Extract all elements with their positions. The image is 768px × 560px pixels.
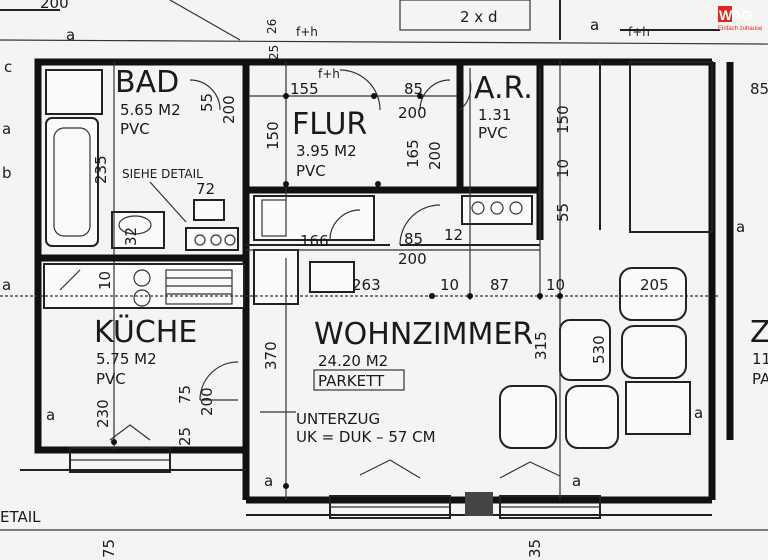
kitchen-fixtures [43, 263, 245, 309]
logo-tagline: Einfach zuhause [718, 26, 763, 32]
dim-155: 155 [290, 80, 319, 98]
parkett-box [313, 369, 405, 391]
wag-logo: WAG Einfach zuhause [716, 2, 768, 32]
mark-a-2: a [2, 276, 11, 294]
top-partial-structures [0, 0, 768, 45]
siehe-detail-note: SIEHE DETAIL [122, 167, 203, 181]
dim-10-b: 10 [546, 276, 565, 294]
dim-25-b: 25 [267, 45, 281, 60]
unterzug-note: UNTERZUG [296, 410, 380, 428]
fh-label-2: f+h [318, 67, 340, 81]
dim-75: 75 [176, 385, 194, 404]
dim-315: 315 [532, 331, 550, 360]
mark-a-5: a [572, 472, 581, 490]
dim-200-top: 200 [40, 0, 69, 12]
dim-230: 230 [94, 399, 112, 428]
dim-85-mid: 85 [404, 230, 423, 248]
dim-200-flur2: 200 [426, 141, 444, 170]
kueche-floor: PVC [96, 370, 126, 388]
dim-32: 32 [122, 227, 140, 246]
mark-a-7: a [736, 218, 745, 236]
dim-165: 165 [404, 139, 422, 168]
top-label: 2 x d [460, 8, 497, 26]
dim-235: 235 [92, 155, 110, 184]
dim-10-k: 10 [96, 271, 114, 290]
wohnzimmer-area: 24.20 M2 [318, 352, 388, 370]
wohnzimmer-floor: PARKETT [318, 372, 385, 390]
logo-text: WAG [719, 7, 753, 23]
dim-10-ar: 10 [554, 159, 572, 178]
dim-200-bad: 200 [220, 95, 238, 124]
ar-name: A.R. [474, 71, 533, 106]
dim-205: 205 [640, 276, 669, 294]
mark-a-8: a [66, 26, 75, 44]
living-furniture [499, 267, 691, 449]
detail-note: ETAIL [0, 508, 41, 526]
mark-b-1: b [2, 164, 12, 182]
bathroom-fixtures [45, 69, 239, 251]
dim-200-mid: 200 [398, 250, 427, 268]
dimension-lines [0, 60, 720, 500]
mark-a-3: a [46, 406, 55, 424]
mark-a-6: a [694, 404, 703, 422]
wohnzimmer-name: WOHNZIMMER [314, 317, 533, 352]
dim-166: 166 [300, 232, 329, 250]
flur-floor: PVC [296, 162, 326, 180]
dim-75-bottom: 75 [100, 539, 118, 558]
mark-a-9: a [590, 16, 599, 34]
ar-area: 1.31 [478, 106, 511, 124]
bad-area: 5.65 M2 [120, 101, 181, 119]
hall-fixtures [253, 195, 533, 305]
mark-a-4: a [264, 472, 273, 490]
dim-200-k: 200 [198, 387, 216, 416]
unterzug-height-note: UK = DUK – 57 CM [296, 428, 436, 446]
right-room-name: Z [750, 315, 768, 350]
dim-150-ar: 150 [554, 105, 572, 134]
right-room-floor: PA [752, 370, 768, 388]
dim-10-a: 10 [440, 276, 459, 294]
dim-55-ar: 55 [554, 203, 572, 222]
dim-35-bottom: 35 [526, 539, 544, 558]
dim-85-right: 85 [750, 80, 768, 98]
kueche-area: 5.75 M2 [96, 350, 157, 368]
mark-a-1: a [2, 120, 11, 138]
dim-150-flur: 150 [264, 121, 282, 150]
dim-85-top: 85 [404, 80, 423, 98]
windows [69, 447, 601, 519]
fh-label-3: f+h [628, 25, 650, 39]
dim-12: 12 [444, 226, 463, 244]
mark-c-1: c [4, 58, 12, 76]
dim-370: 370 [262, 341, 280, 370]
dim-25: 25 [176, 427, 194, 446]
dim-55: 55 [198, 93, 216, 112]
fh-label-1: f+h [296, 25, 318, 39]
survey-dots [111, 93, 715, 489]
bad-floor: PVC [120, 120, 150, 138]
right-room-area: 11 [752, 350, 768, 368]
flur-name: FLUR [292, 107, 367, 142]
kueche-name: KÜCHE [94, 314, 197, 350]
dim-200-flur: 200 [398, 104, 427, 122]
dim-26: 26 [265, 19, 279, 34]
dim-87: 87 [490, 276, 509, 294]
dim-263: 263 [352, 276, 381, 294]
dim-72: 72 [196, 180, 215, 198]
flur-area: 3.95 M2 [296, 142, 357, 160]
dim-530: 530 [590, 335, 608, 364]
ar-floor: PVC [478, 124, 508, 142]
bad-name: BAD [115, 65, 179, 100]
